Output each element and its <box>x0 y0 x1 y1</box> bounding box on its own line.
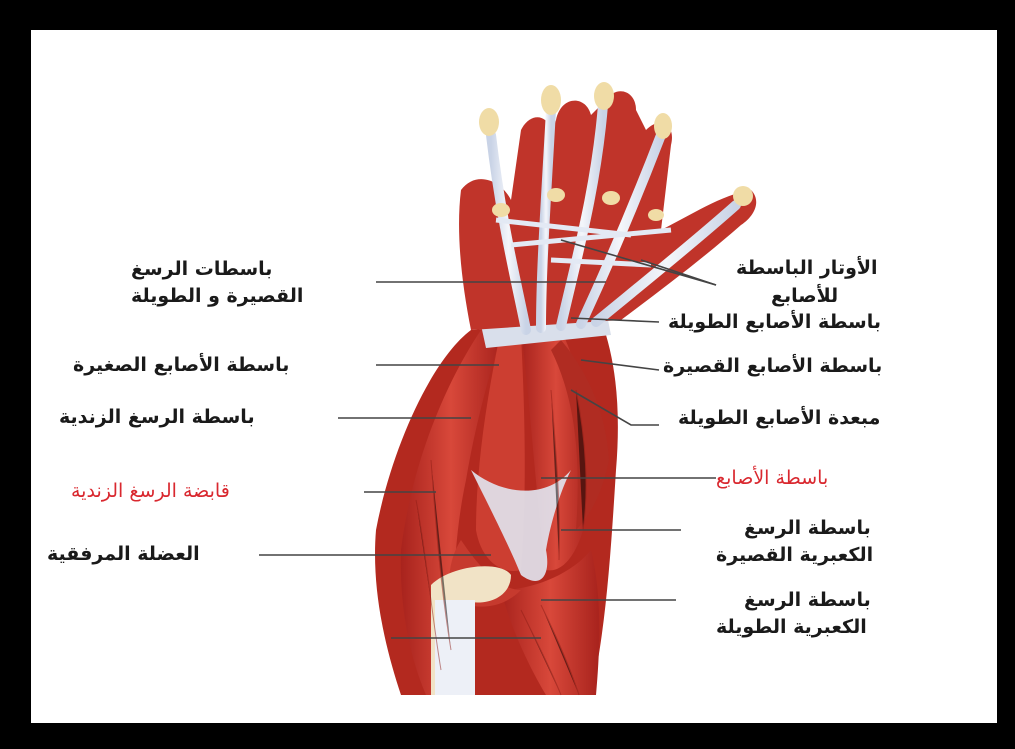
label-ext-carpi-rad-brevis-2: الكعبرية القصيرة <box>716 543 873 567</box>
ulna-shaft <box>435 600 475 695</box>
label-flex-carpi-ulnaris: قابضة الرسغ الزندية <box>71 479 230 503</box>
label-ext-carpi-ulnaris: باسطة الرسغ الزندية <box>59 405 255 429</box>
label-ext-carpi-rad-brevis-1: باسطة الرسغ <box>744 516 871 540</box>
label-ext-carpi-rad-longus-1: باسطة الرسغ <box>744 588 871 612</box>
label-anconeus: العضلة المرفقية <box>47 542 200 566</box>
label-ext-digitorum: باسطة الأصابع <box>716 466 828 490</box>
label-abd-pollicis-longus: مبعدة الأصابع الطويلة <box>678 406 880 430</box>
label-ext-pollicis-longus: باسطة الأصابع الطويلة <box>668 310 881 334</box>
label-ext-carpi-rad-longus-2: الكعبرية الطويلة <box>716 615 867 639</box>
label-ext-digiti-minimi: باسطة الأصابع الصغيرة <box>73 353 289 377</box>
label-extensor-tendons-2: للأصابع <box>771 284 838 308</box>
label-ext-carpi-radiales-2: القصيرة و الطويلة <box>131 284 303 308</box>
label-ext-pollicis-brevis: باسطة الأصابع القصيرة <box>663 354 882 378</box>
label-extensor-tendons-1: الأوتار الباسطة <box>736 256 878 280</box>
label-ext-carpi-radiales-1: باسطات الرسغ <box>131 257 272 281</box>
illustration-panel: باسطات الرسغ القصيرة و الطويلة باسطة الأ… <box>31 30 997 723</box>
